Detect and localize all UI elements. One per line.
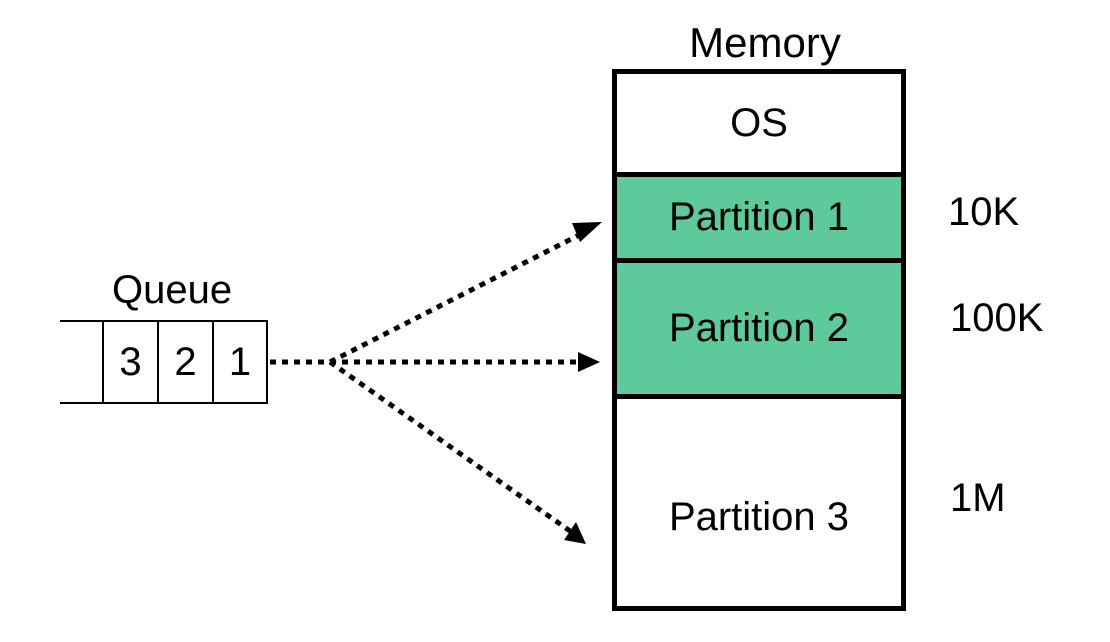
memory-title: Memory [689, 19, 841, 66]
partition-1-size: 10K [948, 190, 1020, 234]
arrow-to-partition-3 [328, 359, 572, 534]
arrowhead-partition-1 [572, 222, 602, 242]
queue-item: 2 [157, 320, 212, 404]
arrowhead-partition-3 [564, 522, 586, 544]
queue-title: Queue [112, 268, 233, 312]
arrow-to-partition-1 [328, 229, 587, 365]
queue: 3 2 1 [60, 320, 268, 404]
memory-block: OS Partition 1 Partition 2 Partition 3 [612, 69, 906, 611]
queue-item: 1 [212, 320, 268, 404]
queue-item: 3 [102, 320, 157, 404]
partition-2-size: 100K [950, 296, 1044, 340]
partition-2-segment: Partition 2 [617, 258, 901, 394]
arrowhead-partition-2 [578, 352, 600, 372]
partition-1-segment: Partition 1 [617, 172, 901, 258]
os-segment: OS [617, 74, 901, 172]
partition-3-segment: Partition 3 [617, 394, 901, 606]
partition-3-size: 1M [950, 476, 1006, 520]
